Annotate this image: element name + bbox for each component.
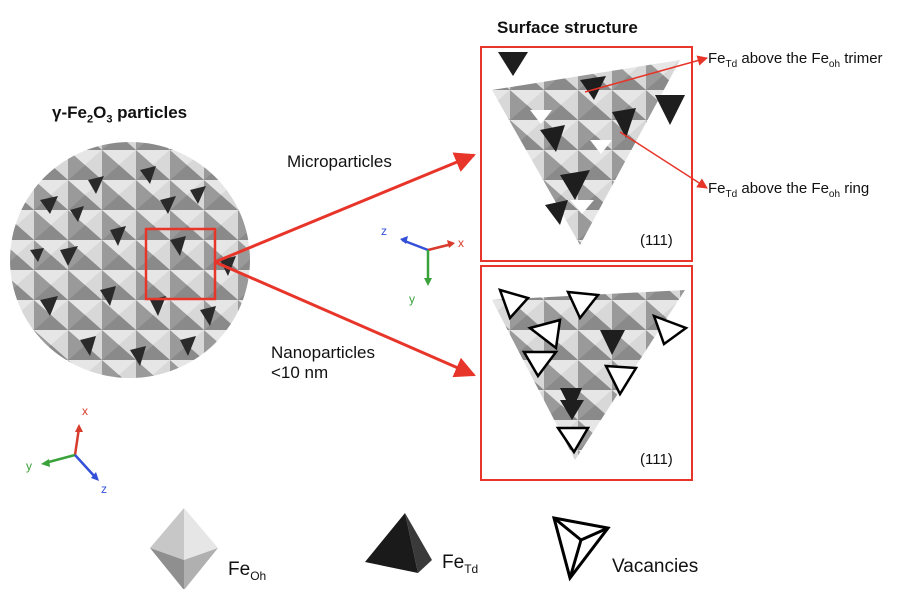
legend-fetd-main: Fe	[442, 552, 465, 573]
miller-index-top: (111)	[640, 232, 673, 249]
trimer-td: Td	[725, 59, 738, 70]
axis-small-y: y	[409, 292, 415, 306]
axes-left	[41, 424, 99, 481]
trimer-fe: Fe	[708, 50, 726, 67]
legend-feoh-main: Fe	[228, 559, 251, 580]
nanoparticles-label-line2: <10 nm	[271, 363, 329, 382]
axis-left-z: z	[101, 482, 107, 496]
axis-left-x: x	[82, 404, 88, 418]
legend-fetd-sub: Td	[464, 561, 479, 576]
surface-structure-title: Surface structure	[497, 18, 638, 37]
particle-sphere	[10, 142, 250, 378]
particles-title-sub2: 2	[86, 113, 94, 126]
trimer-oh: oh	[828, 59, 841, 70]
ring-oh: oh	[828, 189, 841, 200]
legend-feoh-sub: Oh	[250, 568, 267, 583]
axis-small-z: z	[381, 224, 387, 238]
legend-vacancies-label: Vacancies	[612, 556, 699, 577]
nanoparticles-label-line1: Nanoparticles	[271, 343, 375, 362]
particles-title-mid: O	[93, 103, 107, 122]
miller-index-bottom: (111)	[640, 451, 673, 468]
tetrahedron-icon	[365, 513, 432, 573]
axes-small	[400, 236, 455, 286]
trimer-mid: above the Fe	[737, 50, 829, 67]
microparticle-lattice	[492, 52, 685, 245]
axis-left-y: y	[26, 459, 32, 473]
axis-small-x: x	[458, 236, 464, 250]
ring-end: ring	[840, 180, 870, 197]
arrow-trimer	[584, 55, 709, 93]
trimer-end: trimer	[840, 50, 883, 67]
arrow-to-nanoparticles	[214, 260, 476, 378]
particle-zoom-box	[144, 227, 217, 301]
arrow-ring	[619, 131, 708, 189]
microparticles-label: Microparticles	[287, 152, 392, 171]
arrow-to-microparticles	[214, 152, 476, 264]
octahedron-icon	[150, 508, 218, 589]
annotation-ring: FeTd above the Feoh ring	[708, 180, 869, 200]
ring-mid: above the Fe	[737, 180, 829, 197]
nanoparticles-label: Nanoparticles <10 nm	[271, 343, 375, 383]
legend-feoh-label: FeOh	[228, 559, 266, 583]
particles-title-sub3: 3	[106, 113, 113, 126]
annotation-trimer: FeTd above the Feoh trimer	[708, 50, 883, 70]
ring-fe: Fe	[708, 180, 726, 197]
particles-title-suffix: particles	[112, 103, 188, 122]
vacancy-icon	[551, 516, 611, 582]
nanoparticle-lattice	[492, 288, 689, 460]
ring-td: Td	[725, 189, 738, 200]
particles-title: γ-Fe2O3 particles	[52, 103, 187, 125]
particles-title-prefix: γ-Fe	[52, 103, 87, 122]
legend-fetd-label: FeTd	[442, 552, 478, 576]
